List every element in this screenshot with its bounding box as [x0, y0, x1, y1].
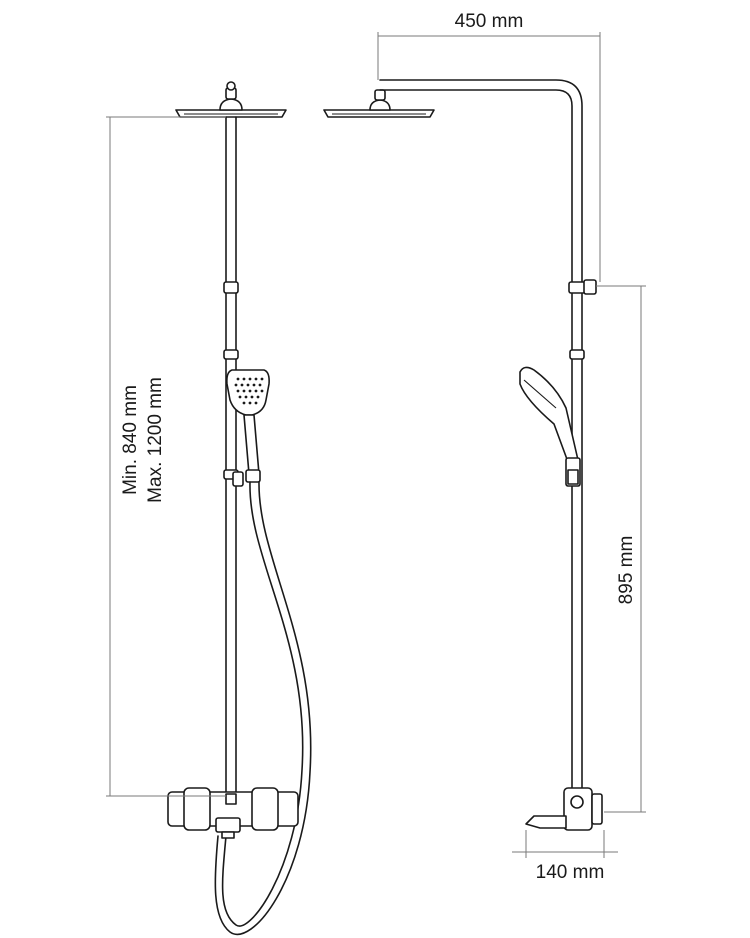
- front-thermostatic-mixer: [167, 787, 299, 839]
- front-hand-shower: [226, 369, 270, 483]
- holder-height-dimension: [596, 285, 646, 813]
- height-max-label: Max. 1200 mm: [145, 377, 166, 503]
- side-mixer-body: [525, 787, 603, 831]
- height-dimension: [106, 116, 226, 797]
- wall-offset-label: 140 mm: [536, 862, 605, 883]
- wall-offset-dimension: [512, 830, 618, 858]
- front-hose: [214, 481, 312, 935]
- front-view: Min. 840 mm Max. 1200 mm: [106, 81, 312, 935]
- side-shower-arm: [379, 79, 583, 283]
- arm-dimension: [377, 32, 601, 282]
- holder-height-label: 895 mm: [616, 536, 637, 605]
- arm-length-label: 450 mm: [455, 11, 524, 32]
- side-overhead-shower-head: [323, 89, 435, 118]
- side-view: 450 mm 895 mm 140 mm: [323, 11, 646, 883]
- side-riser-pipe: [568, 279, 597, 791]
- side-hand-shower: [519, 366, 581, 487]
- front-overhead-shower-head: [175, 81, 287, 118]
- height-min-label: Min. 840 mm: [120, 385, 141, 495]
- front-riser-pipe: [223, 116, 244, 797]
